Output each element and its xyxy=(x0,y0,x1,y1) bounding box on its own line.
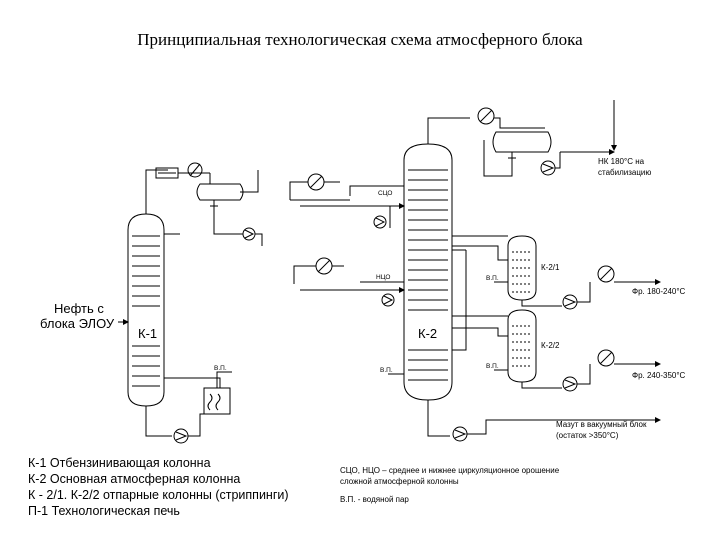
column-k1-label: К-1 xyxy=(138,326,158,341)
naphtha-product-line1: НК 180°С на xyxy=(598,157,645,166)
fraction-180-240-label: Фр. 180-240°С xyxy=(632,287,686,296)
k1-trays xyxy=(132,235,160,387)
nco-cooler xyxy=(315,257,333,275)
k2-trays xyxy=(408,169,448,381)
equipment-legend: К-1 Отбензинивающая колонна К-2 Основная… xyxy=(28,455,289,519)
legend-item: К-2 Основная атмосферная колонна xyxy=(28,472,241,486)
sco-cooler xyxy=(307,173,325,191)
k21-pump xyxy=(562,294,578,310)
naphtha-product-line2: стабилизацию xyxy=(598,168,652,177)
page-title: Принципиальная технологическая схема атм… xyxy=(137,30,583,49)
sco-label: СЦО xyxy=(378,190,393,197)
column-k1 xyxy=(127,213,165,407)
fraction-240-350-label: Фр. 240-350°С xyxy=(632,371,686,380)
legend-item: К-1 Отбензинивающая колонна xyxy=(28,456,211,470)
k2-reflux-drum xyxy=(492,131,552,164)
nco-pump xyxy=(381,293,395,307)
k1-bottom-pump xyxy=(173,428,189,444)
column-k22-label: К-2/2 xyxy=(541,341,560,350)
note-line: сложной атмосферной колонны xyxy=(340,476,459,486)
furnace-p1 xyxy=(203,387,231,415)
k1-reflux-drum xyxy=(196,183,244,212)
k2-reflux-pump xyxy=(540,160,556,176)
nco-label: НЦО xyxy=(376,274,391,281)
column-k21-label: К-2/1 xyxy=(541,263,560,272)
column-k21 xyxy=(507,235,537,301)
steam-label-k1: В.П. xyxy=(214,365,227,372)
abbreviation-notes: СЦО, НЦО – среднее и нижнее циркуляционн… xyxy=(340,466,559,506)
mazut-label-line2: (остаток >350°С) xyxy=(556,431,619,440)
k1-reflux-pump xyxy=(242,227,256,241)
feed-label-line1: Нефть с xyxy=(54,301,104,316)
column-k2 xyxy=(403,143,453,401)
steam-label-k2: В.П. xyxy=(380,367,393,374)
k21-cooler xyxy=(597,265,615,283)
column-k2-label: К-2 xyxy=(418,326,438,341)
k2-air-cooler xyxy=(477,107,495,125)
legend-item: К - 2/1. К-2/2 отпарные колонны (стриппи… xyxy=(28,488,289,502)
steam-label-k22: В.П. xyxy=(486,363,499,370)
sco-pump xyxy=(373,215,387,229)
k22-pump xyxy=(562,376,578,392)
k2-bottom-pump xyxy=(452,426,468,442)
mazut-label-line1: Мазут в вакуумный блок xyxy=(556,420,647,429)
feed-label-line2: блока ЭЛОУ xyxy=(40,316,115,331)
legend-item: П-1 Технологическая печь xyxy=(28,504,180,518)
note-line: В.П. - водяной пар xyxy=(340,495,409,504)
note-line: СЦО, НЦО – среднее и нижнее циркуляционн… xyxy=(340,466,560,475)
steam-label-k21: В.П. xyxy=(486,275,499,282)
column-k22 xyxy=(507,309,537,383)
k22-cooler xyxy=(597,349,615,367)
